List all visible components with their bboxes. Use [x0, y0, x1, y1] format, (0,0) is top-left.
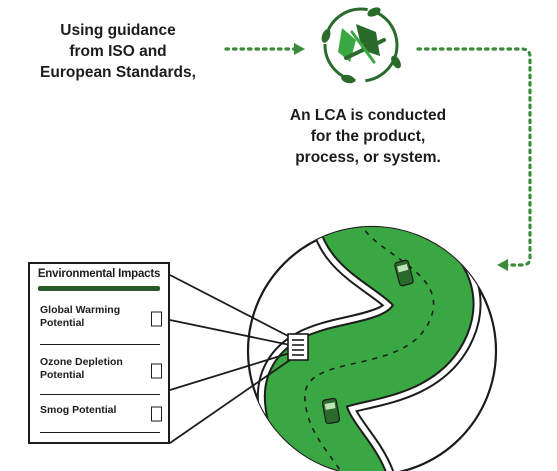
document-icon — [287, 333, 309, 361]
car-icon — [394, 259, 414, 287]
arrow-to-globe-icon — [416, 47, 532, 271]
impact-item-global-warming: Global Warming Potential — [40, 304, 166, 334]
globe-icon — [246, 225, 498, 471]
divider — [40, 432, 160, 433]
car-icon — [321, 397, 341, 425]
recycle-leaf-icon — [321, 7, 401, 84]
lca-line: An LCA is conducted — [289, 107, 447, 124]
impact-checkbox[interactable] — [151, 406, 162, 422]
intro-line: Using guidance — [60, 22, 176, 39]
impact-item-smog: Smog Potential — [40, 404, 166, 424]
impact-item-ozone-depletion: Ozone Depletion Potential — [40, 356, 166, 386]
impact-label: Smog Potential — [40, 404, 140, 417]
panel-title-bar — [38, 286, 160, 291]
impact-checkbox[interactable] — [151, 363, 162, 379]
panel-title: Environmental Impacts — [37, 268, 161, 280]
impact-label-line: Potential — [40, 317, 85, 329]
lca-text: An LCA is conducted for the product, pro… — [266, 105, 470, 168]
intro-text: Using guidance from ISO and European Sta… — [18, 20, 218, 83]
impact-label-line: Smog Potential — [40, 404, 117, 416]
environmental-impacts-panel: Environmental Impacts Global Warming Pot… — [28, 262, 170, 444]
lca-line: process, or system. — [295, 149, 441, 166]
divider — [40, 394, 160, 395]
lca-line: for the product, — [310, 128, 426, 145]
divider — [40, 344, 160, 345]
intro-line: European Standards, — [40, 64, 196, 81]
impact-label: Ozone Depletion Potential — [40, 356, 140, 382]
impact-label-line: Ozone Depletion — [40, 356, 123, 368]
arrow-to-lca-icon — [224, 43, 305, 55]
connector-lines — [169, 274, 291, 444]
impact-label-line: Potential — [40, 369, 85, 381]
intro-line: from ISO and — [69, 43, 167, 60]
impact-label-line: Global Warming — [40, 304, 121, 316]
impact-label: Global Warming Potential — [40, 304, 140, 330]
impact-checkbox[interactable] — [151, 311, 162, 327]
